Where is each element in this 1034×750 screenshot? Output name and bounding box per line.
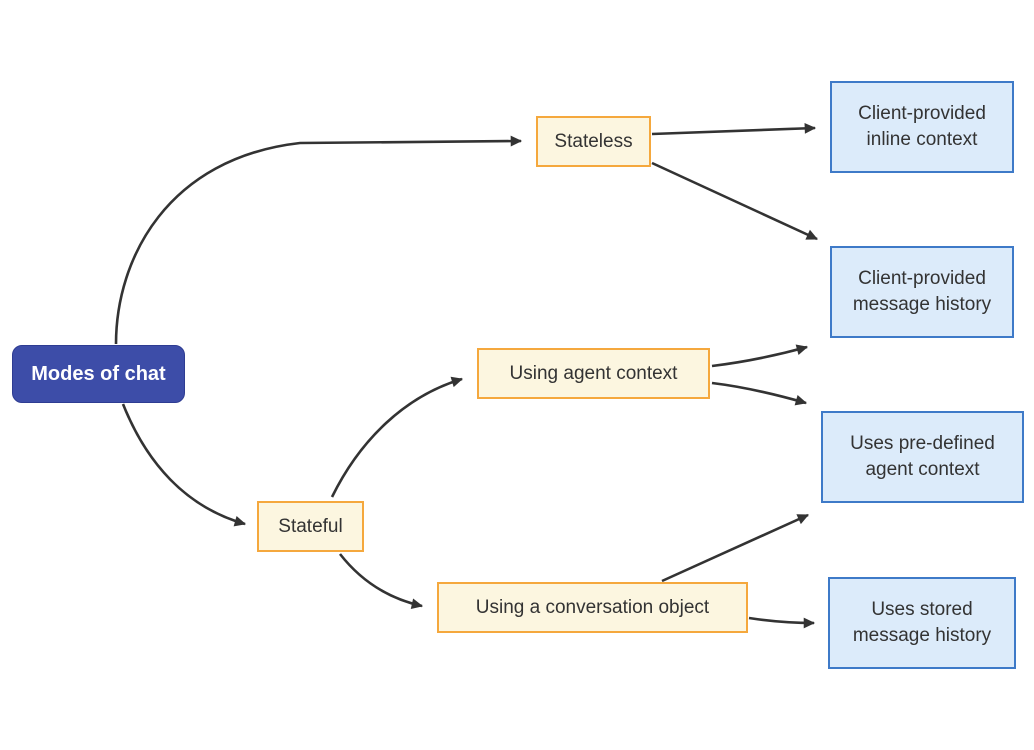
node-stateless-label: Stateless xyxy=(554,130,633,152)
node-using-agent-context-label: Using agent context xyxy=(509,362,678,384)
edge-agent-context-predefined-context xyxy=(711,381,808,406)
node-uses-stored-message-history: Uses stored message history xyxy=(828,577,1016,669)
edge-stateless-inline-context xyxy=(651,122,817,136)
edge-stateless-message-history xyxy=(651,161,818,241)
node-using-agent-context: Using agent context xyxy=(477,348,710,399)
node-stateless: Stateless xyxy=(536,116,651,167)
edge-conversation-object-stored-history xyxy=(748,616,816,629)
node-client-provided-inline-context-label: Client-provided inline context xyxy=(858,103,986,150)
node-client-provided-message-history-label: Client-provided message history xyxy=(852,268,992,315)
edge-stateful-conversation-object xyxy=(338,553,424,610)
edge-root-stateful xyxy=(121,403,247,527)
node-using-a-conversation-object-label: Using a conversation object xyxy=(475,596,710,618)
node-uses-pre-defined-agent-context-label: Uses pre-defined agent context xyxy=(850,433,995,480)
node-stateful-label: Stateful xyxy=(278,515,343,537)
edge-agent-context-message-history xyxy=(711,344,809,368)
node-uses-stored-message-history-label: Uses stored message history xyxy=(852,599,992,646)
node-modes-of-chat-label: Modes of chat xyxy=(31,362,166,385)
node-uses-pre-defined-agent-context: Uses pre-defined agent context xyxy=(821,411,1024,503)
edge-root-stateless xyxy=(114,135,523,345)
node-client-provided-inline-context: Client-provided inline context xyxy=(830,81,1014,173)
node-using-a-conversation-object: Using a conversation object xyxy=(437,582,748,633)
node-client-provided-message-history: Client-provided message history xyxy=(830,246,1014,338)
edge-conversation-object-predefined-context xyxy=(661,513,809,583)
edge-stateful-agent-context xyxy=(330,376,464,498)
node-stateful: Stateful xyxy=(257,501,364,552)
node-modes-of-chat: Modes of chat xyxy=(12,345,185,403)
